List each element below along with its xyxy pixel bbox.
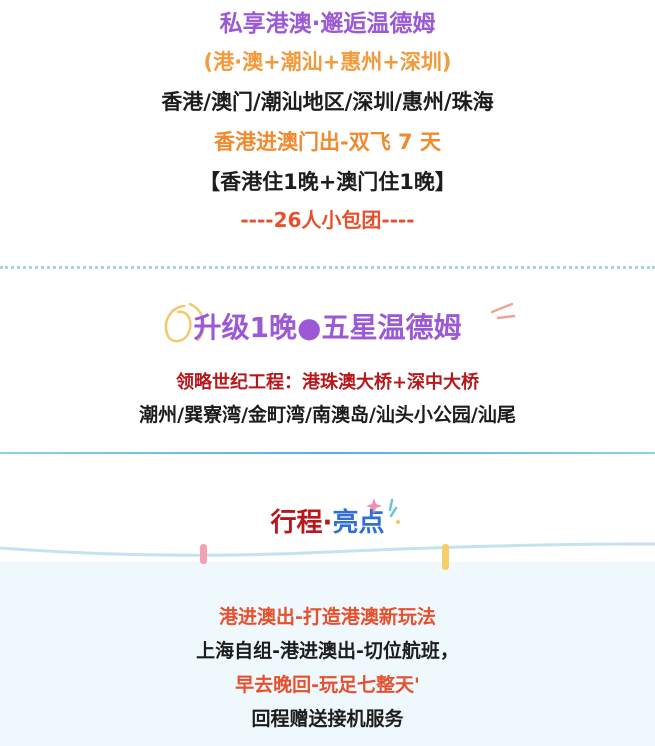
hotels: 【香港住1晚+澳门住1晚】 (199, 170, 456, 194)
itinerary-line1: 港进澳出-打造港澳新玩法 (219, 606, 436, 628)
trip-type: 香港进澳门出-双飞 7 天 (214, 130, 441, 154)
route-short: (港·澳+潮汕+惠州+深圳) (203, 50, 452, 74)
group-size: ----26人小包团---- (240, 208, 415, 232)
wave-divider (0, 542, 655, 570)
itinerary-line3: 早去晚回-玩足七整天' (235, 674, 420, 696)
itinerary-line2: 上海自组-港进澳出-切位航班， (196, 640, 459, 662)
itinerary-line4: 回程赠送接机服务 (251, 708, 404, 730)
dotted-divider (0, 266, 655, 269)
header-title: 私享港澳·邂逅温德姆 (219, 11, 436, 37)
itinerary-title-part2: 亮点 (332, 508, 385, 538)
itinerary-panel (0, 562, 655, 746)
swirl-decoration-icon (164, 302, 205, 343)
itinerary-title: 行程·亮点 (0, 502, 655, 539)
upgrade-places: 潮州/巽寮湾/金町湾/南澳岛/汕头小公园/汕尾 (139, 404, 516, 426)
destinations: 香港/澳门/潮汕地区/深圳/惠州/珠海 (161, 90, 494, 114)
upgrade-highlight: 领略世纪工程：港珠澳大桥+深中大桥 (175, 372, 480, 393)
sparkle-lines-icon (490, 302, 516, 320)
blue-divider (0, 452, 655, 454)
itinerary-title-part1: 行程· (270, 508, 333, 538)
upgrade-title: 升级1晚●五星温德姆 (193, 311, 462, 344)
sparkle-icon (366, 498, 400, 524)
